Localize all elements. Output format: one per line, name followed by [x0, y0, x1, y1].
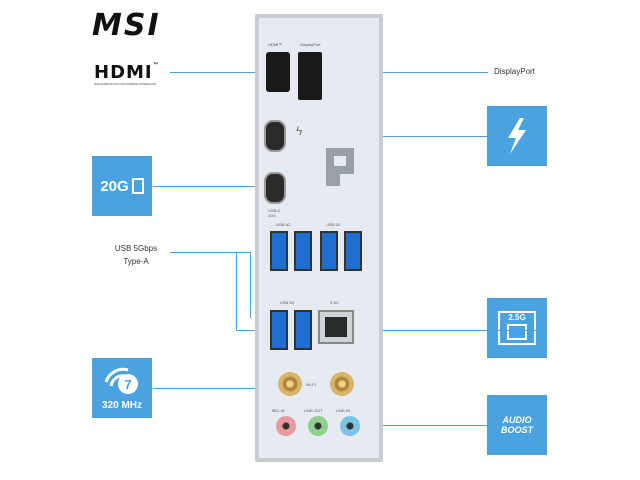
thunderbolt-usbc-port: [264, 120, 286, 152]
audio-boost-text: AUDIO BOOST: [500, 415, 533, 435]
usb-vertical-line-inner: [250, 252, 251, 318]
wifi-antenna-connector: [278, 372, 302, 396]
usb-label-line: [170, 252, 250, 253]
usbc-connector-line: [153, 186, 276, 187]
usb-port: [270, 310, 288, 350]
mic-in-jack: [276, 416, 296, 436]
panel-lan-label: 2.5G: [330, 300, 339, 305]
audio-connector-line: [350, 425, 487, 426]
usb-port: [270, 231, 288, 271]
thunderbolt-symbol-icon: ϟ: [296, 124, 303, 138]
thunderbolt-connector-line: [290, 136, 487, 137]
lan-port: [318, 310, 354, 344]
usb-5gbps-label: USB 5Gbps Type-A: [114, 244, 158, 266]
displayport-port: [298, 52, 322, 100]
ethernet-icon: 2.5G: [498, 311, 536, 345]
panel-usbc-label: USB-C 20G: [268, 208, 281, 218]
usb-vertical-line-outer: [236, 252, 237, 330]
panel-usb-label-2: USB 5G: [326, 222, 341, 227]
hdmi-subtext: HIGH-DEFINITION MULTIMEDIA INTERFACE: [94, 82, 157, 86]
wifi-7-icon: 7: [104, 367, 138, 394]
panel-hdmi-label: HDMI™: [268, 42, 283, 47]
wifi-number: 7: [124, 377, 131, 392]
hdmi-connector-line: [170, 72, 276, 73]
panel-audio-label-1: MIC-IN: [272, 408, 285, 413]
msi-badge-icon: [326, 148, 354, 186]
usb-port: [294, 310, 312, 350]
thunderbolt-tile: [487, 106, 547, 166]
panel-wifi-label: WI-FI: [306, 382, 316, 387]
panel-usb-label-1: USB 5G: [276, 222, 291, 227]
usb-port: [344, 231, 362, 271]
hdmi-logo-text: HDMI: [94, 62, 153, 83]
usb-horizontal-line: [236, 330, 536, 331]
wifi-antenna-connector: [330, 372, 354, 396]
usb-port: [294, 231, 312, 271]
hdmi-port: [266, 52, 290, 92]
panel-audio-label-2: LINE-OUT: [304, 408, 323, 413]
usb-c-20g-tile: 20G: [92, 156, 152, 216]
lightning-icon: [508, 118, 526, 154]
audio-boost-tile: AUDIO BOOST: [487, 395, 547, 455]
usb-port: [320, 231, 338, 271]
lan-2-5g-tile: 2.5G: [487, 298, 547, 358]
hdmi-logo: HDMI™: [94, 62, 160, 83]
panel-audio-label-3: LINE-IN: [336, 408, 351, 413]
usbc-20g-port: [264, 172, 286, 204]
panel-usb-label-3: USB 5G: [280, 300, 295, 305]
wifi-mhz-text: 320 MHz: [101, 399, 142, 411]
line-in-jack: [340, 416, 360, 436]
line-out-jack: [308, 416, 328, 436]
lan-tile-text: 2.5G: [508, 313, 526, 322]
wifi-connector-line: [153, 388, 293, 389]
displayport-connector-line: [310, 72, 488, 73]
tile-20g-text: 20G: [100, 177, 129, 195]
displayport-label: DisplayPort: [494, 67, 535, 76]
hdmi-trademark: ™: [152, 62, 160, 69]
usb-c-icon: [131, 178, 144, 194]
panel-displayport-label: DisplayPort: [300, 42, 321, 47]
msi-logo: MSI: [92, 8, 161, 43]
wifi7-tile: 7 320 MHz: [92, 358, 152, 418]
